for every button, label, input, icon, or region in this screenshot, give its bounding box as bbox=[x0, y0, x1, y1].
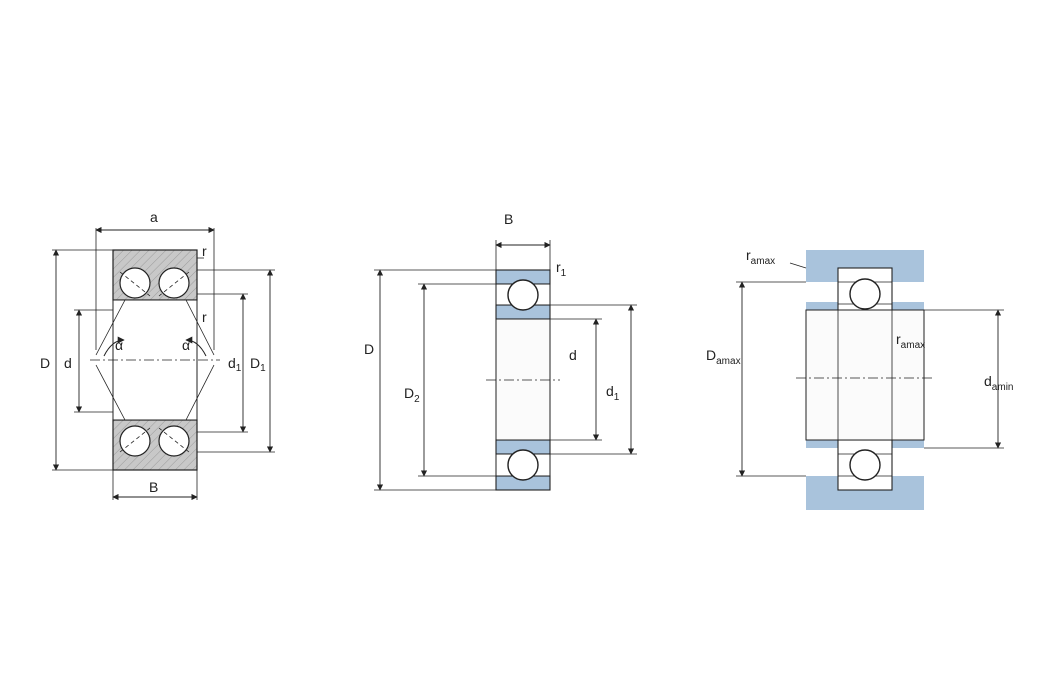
shaft-shoulder-bottom bbox=[806, 440, 838, 448]
label-B-middle: B bbox=[504, 211, 513, 227]
label-r-top: r bbox=[202, 243, 207, 259]
label-ramax-top: ramax bbox=[746, 247, 775, 267]
label-d-left: d bbox=[64, 355, 72, 371]
label-D1-left: D1 bbox=[250, 355, 266, 374]
housing-top-right-step bbox=[892, 270, 924, 282]
shaft-3 bbox=[805, 309, 925, 441]
housing-top bbox=[806, 250, 924, 270]
label-a: a bbox=[150, 209, 158, 225]
label-B-left: B bbox=[149, 479, 158, 495]
ball-bottom-right bbox=[158, 425, 190, 457]
label-ramax-mid: ramax bbox=[896, 331, 925, 351]
ball-top-2 bbox=[507, 279, 539, 311]
ball-bottom-2 bbox=[507, 449, 539, 481]
label-alpha-right: α bbox=[182, 337, 190, 353]
housing-bottom-right-step bbox=[892, 476, 924, 488]
bore-section-2 bbox=[495, 318, 551, 441]
label-Damax: Damax bbox=[706, 347, 741, 367]
housing-top-left-step bbox=[806, 270, 838, 282]
housing-bottom-left-step bbox=[806, 476, 838, 488]
diagram-double-row-bearing: a B D d d1 D1 r r α α bbox=[40, 209, 275, 501]
ball-top-left bbox=[119, 267, 151, 299]
ball-top-right bbox=[158, 267, 190, 299]
label-D-left: D bbox=[40, 355, 50, 371]
shaft-shoulder-top bbox=[806, 302, 838, 310]
ball-bottom-3 bbox=[849, 449, 881, 481]
label-D2: D2 bbox=[404, 385, 420, 405]
label-r1: r1 bbox=[556, 259, 567, 279]
housing-bottom bbox=[806, 488, 924, 510]
ball-top-3 bbox=[849, 278, 881, 310]
label-alpha-left: α bbox=[115, 337, 123, 353]
ball-bottom-left bbox=[119, 425, 151, 457]
label-damin: damin bbox=[984, 373, 1013, 393]
label-r-mid: r bbox=[202, 309, 207, 325]
label-D-middle: D bbox=[364, 341, 374, 357]
diagram-single-row-bearing: B r1 D D2 d d1 bbox=[364, 211, 637, 491]
label-d1-left: d1 bbox=[228, 355, 242, 374]
label-d1-middle: d1 bbox=[606, 383, 620, 403]
label-d-middle: d bbox=[569, 347, 577, 363]
diagram-mounting-abutment: Damax damin ramax ramax bbox=[706, 247, 1013, 510]
